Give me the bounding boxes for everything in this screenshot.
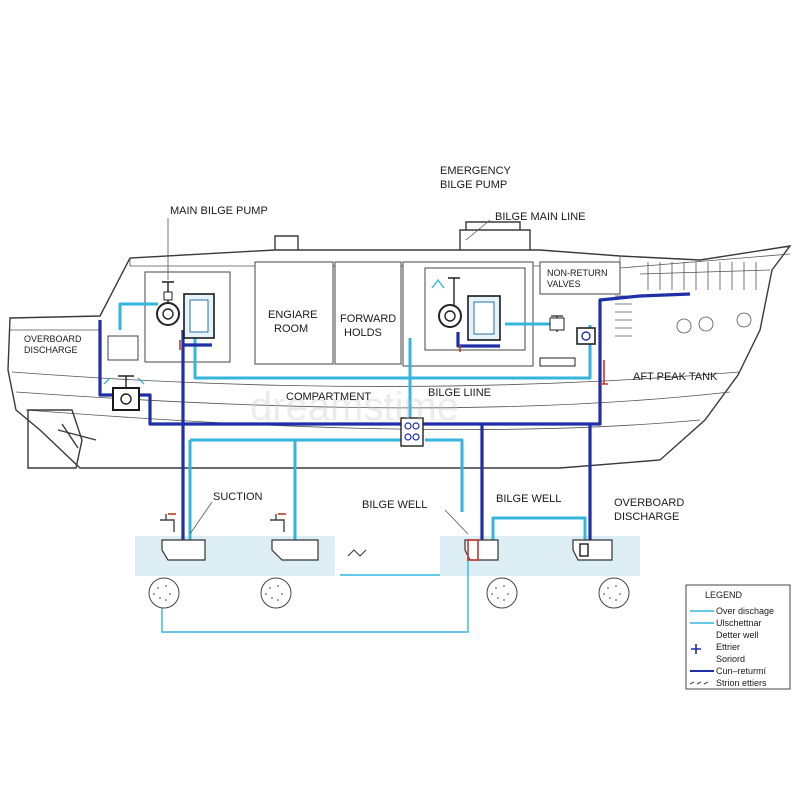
overboard-right-label-1: OVERBOARD bbox=[614, 497, 684, 509]
main-bilge-pump-label: MAIN BILGE PUMP bbox=[170, 205, 268, 217]
leader-lines bbox=[167, 218, 491, 535]
legend-title: LEGEND bbox=[705, 590, 743, 600]
overboard-left-label-1: OVERBOARD bbox=[24, 334, 82, 344]
forward-holds-label-2: HOLDS bbox=[344, 327, 382, 339]
engine-room-box bbox=[254, 261, 334, 365]
bilge-well-label-2: BILGE WELL bbox=[496, 493, 561, 505]
engine-room-label-1: ENGIARE bbox=[268, 309, 318, 321]
legend-item-2: Ulschettnar bbox=[716, 618, 762, 628]
watermark: dreamstime bbox=[250, 385, 459, 429]
legend-item-5: Soriord bbox=[716, 654, 745, 664]
emergency-pump-label-1: EMERGENCY bbox=[440, 165, 512, 177]
forward-holds-label-1: FORWARD bbox=[340, 313, 396, 325]
legend-item-7: Strion ettiers bbox=[716, 678, 767, 688]
legend-item-4: Ettrier bbox=[716, 642, 740, 652]
legend: LEGEND Over dischage Ulschettnar Detter … bbox=[685, 584, 791, 690]
legend-item-6: Cun–returmí bbox=[716, 666, 767, 676]
legend-item-3: Detter well bbox=[716, 630, 759, 640]
aft-peak-tank-label: AFT PEAK TANK bbox=[633, 371, 718, 383]
manifold-valve-block bbox=[400, 417, 424, 447]
compartment-label: COMPARTMENT bbox=[286, 391, 371, 403]
emergency-pump-label-2: BILGE PUMP bbox=[440, 179, 507, 191]
suction-strainers bbox=[160, 513, 613, 561]
overboard-right-label-2: DISCHARGE bbox=[614, 511, 679, 523]
bilge-water-area bbox=[135, 536, 640, 576]
overboard-discharge-valve bbox=[103, 375, 145, 411]
non-return-label-2: VALVES bbox=[547, 279, 581, 289]
non-return-valve bbox=[539, 315, 608, 385]
porthole-1 bbox=[676, 318, 692, 334]
red-valve-markers bbox=[179, 340, 461, 352]
valve-cross-icon bbox=[691, 644, 701, 654]
small-marks-icon bbox=[689, 681, 709, 685]
overboard-valve-box bbox=[107, 335, 139, 361]
bilge-main-line-label: BILGE MAIN LINE bbox=[495, 211, 585, 223]
diagram-labels: EMERGENCY BILGE PUMP MAIN BILGE PUMP BIL… bbox=[24, 165, 718, 523]
engine-room-label-2: ROOM bbox=[274, 323, 308, 335]
porthole-3 bbox=[736, 312, 752, 328]
bilge-line-label: BILGE LIINE bbox=[428, 387, 491, 399]
emergency-bilge-pump bbox=[431, 277, 501, 341]
porthole-2 bbox=[698, 316, 714, 332]
non-return-box bbox=[539, 261, 621, 295]
bilge-well-label-1: BILGE WELL bbox=[362, 499, 427, 511]
ship-hull bbox=[7, 221, 792, 469]
bilge-well-tanks bbox=[148, 577, 630, 609]
suction-label: SUCTION bbox=[213, 491, 263, 503]
forward-holds-box bbox=[334, 261, 402, 365]
main-bilge-pump bbox=[156, 281, 215, 339]
legend-item-1: Over dischage bbox=[716, 606, 774, 616]
overboard-left-label-2: DISCHARGE bbox=[24, 345, 78, 355]
non-return-label-1: NON-RETURN bbox=[547, 268, 608, 278]
